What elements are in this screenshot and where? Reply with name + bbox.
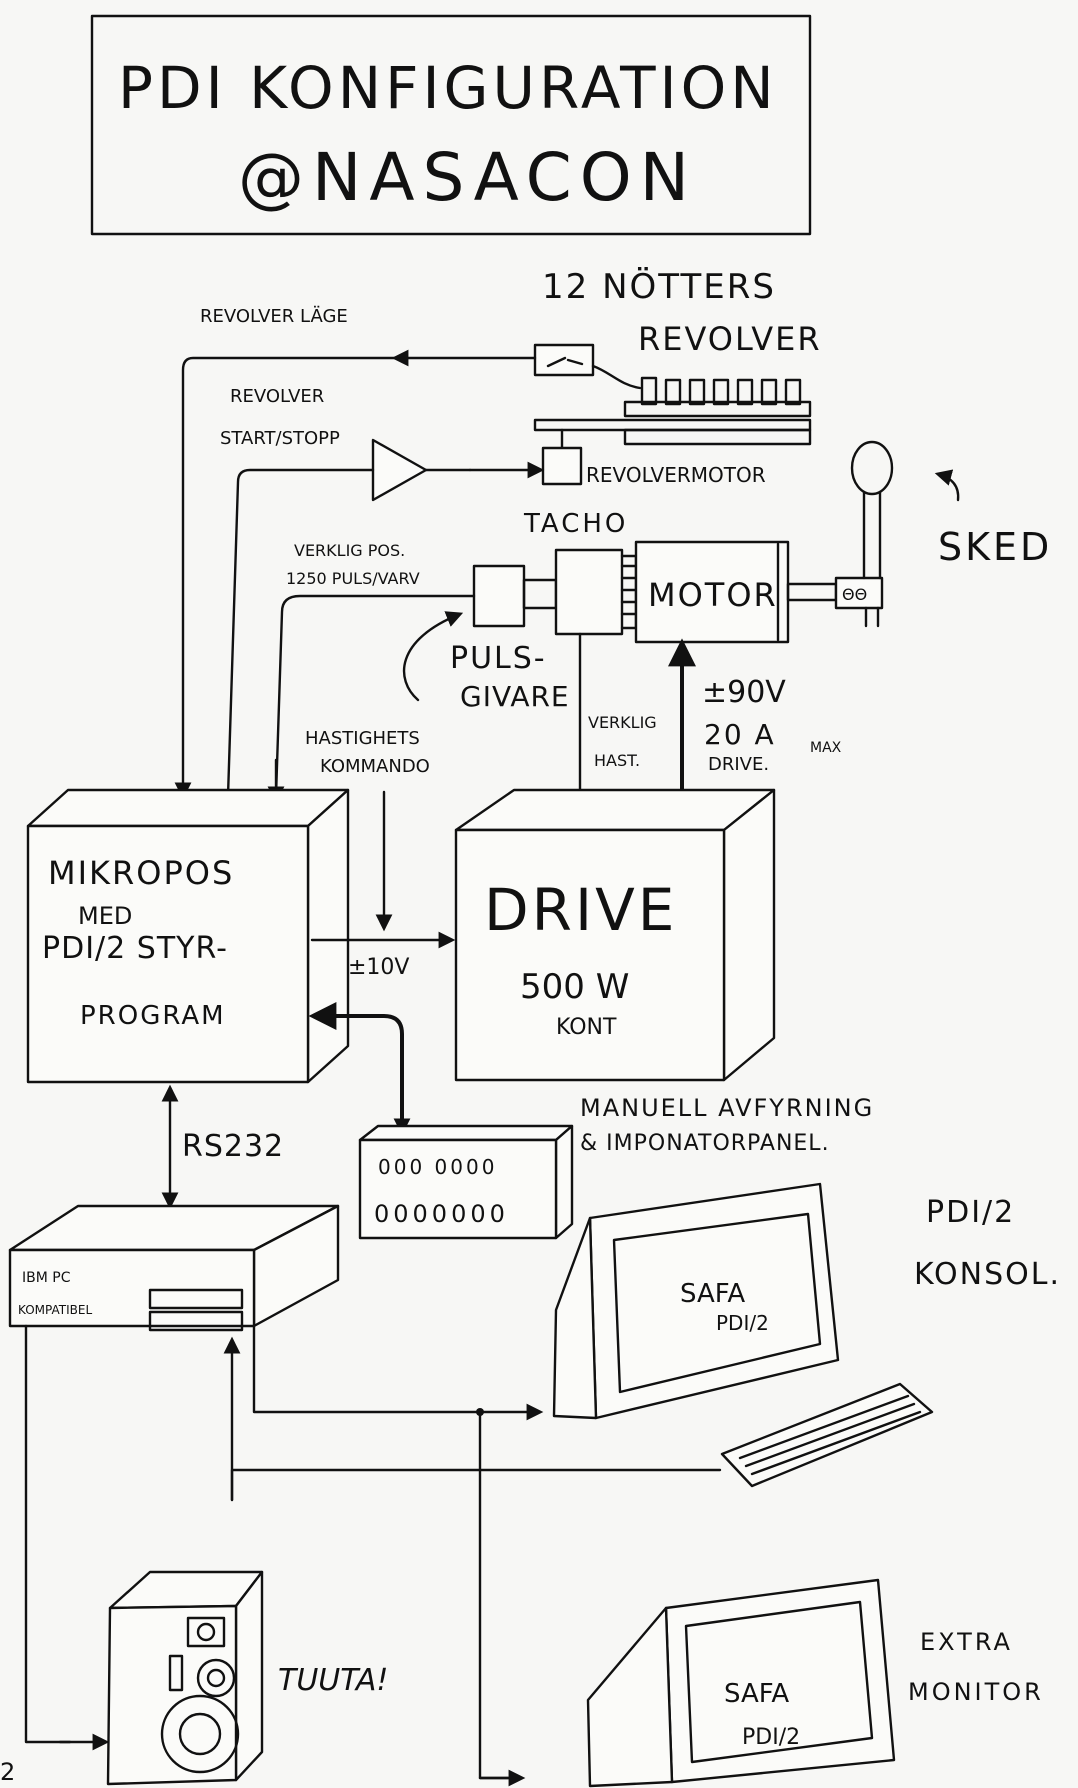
panel-buttons-row1: 000 0000	[378, 1155, 497, 1179]
console-screen-1: SAFA	[680, 1279, 745, 1309]
drive-box: DRIVE 500 W KONT	[456, 790, 774, 1080]
title-line2: @NASACON	[238, 139, 697, 216]
amplifier-triangle	[373, 440, 426, 500]
extra-monitor: SAFA PDI/2	[588, 1580, 894, 1786]
console-label-2: KONSOL.	[914, 1257, 1061, 1292]
mikropos-label-1: MIKROPOS	[48, 854, 234, 892]
voltage-label: ±10V	[348, 955, 409, 980]
panel-label-2: & IMPONATORPANEL.	[580, 1131, 830, 1156]
console-screen-2: PDI/2	[716, 1311, 769, 1335]
extra-monitor-label-2: MONITOR	[908, 1678, 1044, 1706]
extra-monitor-label-1: EXTRA	[920, 1628, 1013, 1656]
motor-label: MOTOR	[648, 576, 778, 614]
pulse-label-1: PULS-	[450, 641, 547, 676]
drive-label-1: DRIVE	[484, 876, 677, 944]
extra-screen-2: PDI/2	[742, 1725, 800, 1750]
drive-spec-3: DRIVE.	[708, 754, 769, 775]
title-line1: PDI KONFIGURATION	[118, 54, 778, 122]
tacho-label: TACHO	[523, 509, 628, 539]
motor-assembly: MOTOR ΘΘ	[474, 542, 882, 642]
drive-label-2: 500 W	[520, 967, 629, 1007]
revolver-position-label: REVOLVER LÄGE	[200, 306, 348, 327]
revolver-start-label-2: START/STOPP	[220, 428, 340, 449]
title-box: PDI KONFIGURATION @NASACON	[92, 16, 810, 234]
panel-label-1: MANUELL AVFYRNING	[580, 1094, 874, 1122]
revolver-motor-label: REVOLVERMOTOR	[586, 463, 766, 487]
page-number: 2	[0, 1758, 15, 1786]
mikropos-box: MIKROPOS MED PDI/2 STYR- PROGRAM	[28, 790, 348, 1082]
console-monitor: SAFA PDI/2	[554, 1184, 838, 1418]
svg-text:ΘΘ: ΘΘ	[842, 585, 867, 604]
speed-command-label-2: KOMMANDO	[320, 756, 430, 777]
mikropos-label-2: MED	[78, 902, 132, 930]
mikropos-label-4: PROGRAM	[80, 1001, 226, 1031]
mikropos-label-3: PDI/2 STYR-	[42, 931, 228, 966]
spoon-label: SKED	[938, 525, 1052, 569]
actual-speed-label-1: VERKLIG	[588, 713, 657, 732]
revolver-assembly: 12 NÖTTERS REVOLVER REVOLVERMOTOR	[535, 266, 822, 487]
drive-spec-max: MAX	[810, 740, 842, 756]
tacho-box	[556, 550, 622, 634]
drive-spec-2: 20 A	[704, 718, 776, 751]
actual-pos-label-2: 1250 PULS/VARV	[286, 569, 420, 588]
rs232-label: RS232	[182, 1129, 284, 1164]
pulse-encoder-box	[474, 566, 524, 626]
revolver-switch	[535, 345, 593, 375]
pulse-label-2: GIVARE	[460, 680, 570, 713]
keyboard-icon	[722, 1384, 932, 1486]
pc-label-2: KOMPATIBEL	[18, 1303, 92, 1317]
revolver-motor-box	[543, 448, 581, 484]
revolver-label: REVOLVER	[638, 320, 822, 358]
revolver-count-label: 12 NÖTTERS	[542, 266, 776, 307]
firing-panel: 000 0000 0000000	[360, 1126, 572, 1238]
extra-screen-1: SAFA	[724, 1679, 789, 1709]
speaker-label: TUUTA!	[278, 1663, 388, 1698]
speed-command-label-1: HASTIGHETS	[305, 728, 420, 749]
revolver-nuts	[642, 378, 800, 404]
pc-box: IBM PC KOMPATIBEL	[10, 1206, 338, 1330]
speaker-icon	[108, 1572, 262, 1784]
panel-buttons-row2: 0000000	[374, 1200, 509, 1228]
console-label-1: PDI/2	[926, 1195, 1015, 1230]
drive-spec-1: ±90V	[702, 675, 786, 710]
drive-label-3: KONT	[556, 1015, 617, 1040]
pc-label-1: IBM PC	[22, 1270, 71, 1286]
actual-pos-label-1: VERKLIG POS.	[294, 541, 405, 560]
actual-speed-label-2: HAST.	[594, 751, 640, 770]
revolver-start-label-1: REVOLVER	[230, 386, 324, 407]
